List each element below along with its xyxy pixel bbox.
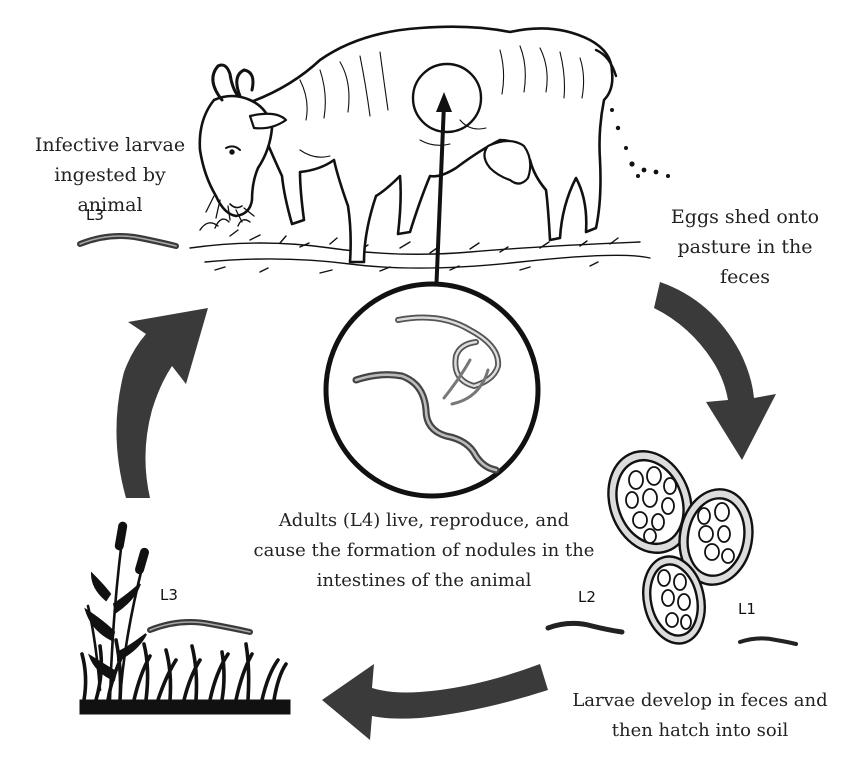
caption-develop-line1: Larvae develop in feces and <box>560 686 840 716</box>
adult-worms-icon <box>326 284 538 496</box>
stage-label-l3-top: L3 <box>86 206 104 224</box>
stage-label-l1: L1 <box>738 600 756 618</box>
caption-adults: Adults (L4) live, reproduce, and cause t… <box>238 506 610 596</box>
caption-shed-line1: Eggs shed onto <box>660 202 830 232</box>
caption-develop: Larvae develop in feces and then hatch i… <box>560 686 840 746</box>
caption-shed-line2: pasture in the <box>660 232 830 262</box>
caption-ingest-line2: ingested by animal <box>20 160 200 220</box>
eggs-icon <box>595 439 760 649</box>
caption-adults-line2: cause the formation of nodules in the <box>238 536 610 566</box>
caption-adults-line1: Adults (L4) live, reproduce, and <box>238 506 610 536</box>
caption-ingest-line1: Infective larvae <box>20 130 200 160</box>
caption-shed: Eggs shed onto pasture in the feces <box>660 202 830 292</box>
stage-label-l2: L2 <box>578 588 596 606</box>
caption-ingest: Infective larvae ingested by animal <box>20 130 200 220</box>
stage-label-l3-grass: L3 <box>160 586 178 604</box>
caption-develop-line2: then hatch into soil <box>560 716 840 746</box>
caption-shed-line3: feces <box>660 262 830 292</box>
caption-adults-line3: intestines of the animal <box>238 566 610 596</box>
goat-icon <box>190 27 670 273</box>
